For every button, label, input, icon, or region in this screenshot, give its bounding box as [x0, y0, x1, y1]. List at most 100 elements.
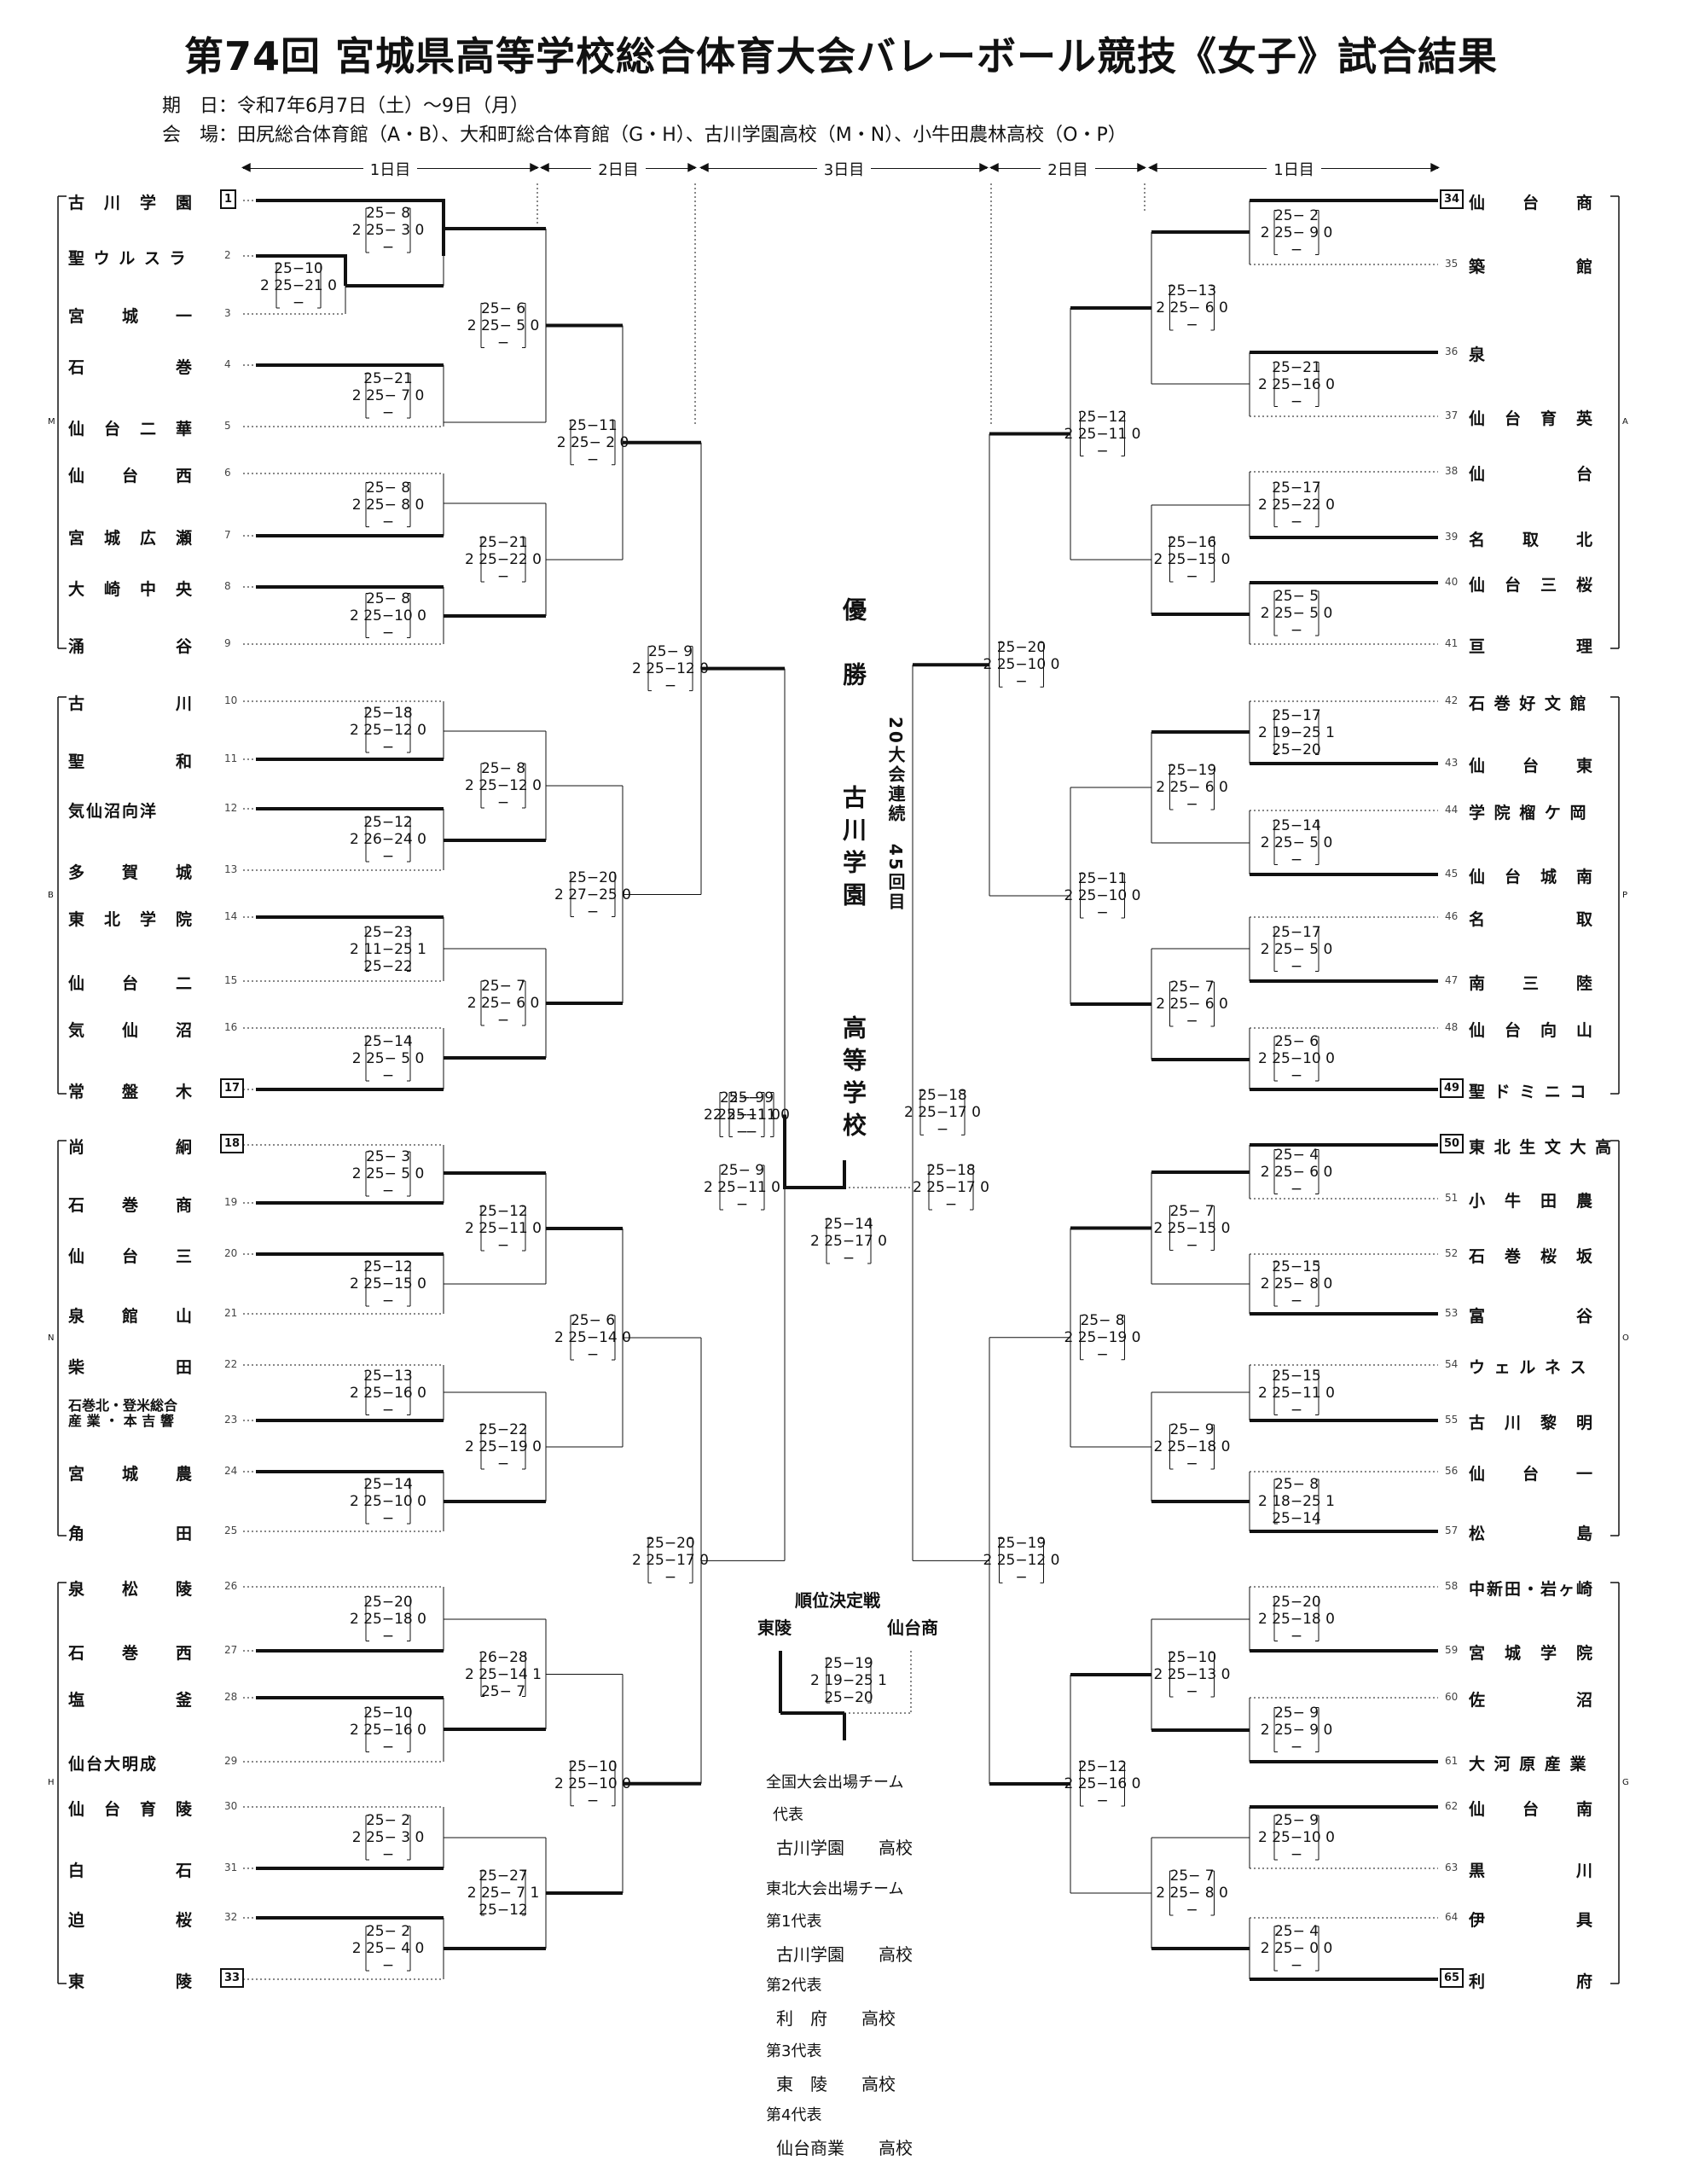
score-line: 2 25−11 0 — [1064, 425, 1141, 443]
score-line: 2 25− 6 0 — [1156, 996, 1228, 1013]
left-team-name: 仙台大明成 — [68, 1755, 159, 1774]
score-line: − — [496, 334, 510, 351]
score-line: 25−12 — [478, 1203, 528, 1220]
tohoku-rep-4-label: 第4代表 — [766, 2106, 822, 2124]
score-line: 25−16 — [1167, 534, 1217, 551]
score-line: 25− 6 — [480, 299, 526, 317]
score-line: 2 18−25 1 — [1258, 1493, 1335, 1510]
score-line: − — [1015, 673, 1028, 691]
score-line: 25−22 — [478, 1421, 528, 1438]
score-line: 25−11 — [568, 416, 618, 434]
left-team-name: 柴 田 — [68, 1358, 194, 1377]
right-team-name: 古 川 黎 明 — [1469, 1414, 1595, 1432]
score-line: − — [381, 1067, 395, 1084]
placement-title: 順位決定戦 — [795, 1590, 880, 1611]
right-team-name: 大 河 原 産 業 — [1469, 1755, 1588, 1774]
score-line: 25−20 — [363, 1593, 413, 1611]
score-line: 25−17 — [1272, 923, 1321, 941]
score-line: 25−18 — [918, 1087, 967, 1105]
score-line: 25−21 — [363, 370, 413, 387]
score-line: − — [381, 1401, 395, 1419]
score-line: 2 25− 4 0 — [351, 1940, 425, 1957]
left-team-name: 聖 和 — [68, 752, 194, 771]
right-team-number: 52 — [1445, 1247, 1459, 1259]
block-label: A — [1622, 417, 1628, 427]
right-team-number: 54 — [1445, 1358, 1459, 1370]
right-team-name: 南 三 陸 — [1469, 974, 1595, 993]
score-line: 2 25−12 0 — [632, 659, 709, 677]
score-line: 25−23 — [363, 923, 413, 941]
score-line: 2 25−11 0 — [465, 1220, 542, 1237]
score-line: 2 25−10 0 — [1064, 887, 1141, 904]
champion-label: 優 勝 — [839, 597, 867, 694]
left-team-name: 角 田 — [68, 1525, 194, 1543]
left-team-number: 23 — [224, 1414, 238, 1426]
score-line: − — [1015, 1569, 1028, 1587]
left-team-number: 24 — [224, 1465, 238, 1477]
tohoku-rep-1-team: 古川学園 高校 — [776, 1944, 913, 1965]
right-team-number: 34 — [1440, 189, 1464, 209]
left-team-number: 27 — [224, 1644, 238, 1656]
score-line: − — [1290, 1067, 1303, 1084]
score-line: 25−10 — [363, 1704, 413, 1722]
score-line: 25−20 — [646, 1535, 695, 1553]
score-line: 25−11 — [1077, 870, 1128, 887]
score-line: 25−20 — [1272, 1593, 1321, 1611]
left-team-name: 石巻北・登米総合 産 業 ・ 本 吉 響 — [68, 1397, 178, 1429]
score-line: − — [381, 1738, 395, 1756]
score-line: 25− 4 — [1273, 1923, 1320, 1940]
score-line: 2 25− 3 0 — [351, 222, 425, 239]
national-heading: 全国大会出場チーム — [766, 1774, 904, 1792]
right-team-number: 43 — [1445, 757, 1459, 769]
bracket-path — [256, 254, 347, 286]
score-line: 2 25− 6 0 — [1156, 779, 1228, 796]
left-team-number: 12 — [224, 802, 238, 814]
right-team-number: 46 — [1445, 910, 1459, 922]
score-line: − — [1290, 1180, 1303, 1198]
score-line: − — [496, 794, 510, 811]
score-line: 25−17 — [1272, 479, 1321, 497]
right-team-name: ウ ェ ル ネ ス — [1469, 1358, 1588, 1377]
score-line: − — [936, 1121, 949, 1139]
score-line: 25−19 — [1167, 762, 1217, 779]
right-team-name: 泉 — [1469, 346, 1488, 364]
right-team-number: 40 — [1445, 576, 1459, 588]
score-line: − — [1096, 1345, 1109, 1363]
score-line: − — [745, 1123, 758, 1141]
score-line: 25−18 — [363, 705, 413, 722]
score-line: 25− 8 — [365, 479, 411, 497]
score-line: 25−14 — [824, 1216, 873, 1233]
score-line: 2 26−24 0 — [350, 831, 426, 848]
score-line: 2 25− 7 1 — [467, 1885, 540, 1902]
score-line: 2 25− 9 0 — [1260, 1721, 1333, 1739]
right-team-name: 伊 具 — [1469, 1911, 1595, 1930]
left-team-name: 仙 台 二 — [68, 974, 194, 993]
score-line: − — [1290, 622, 1303, 639]
right-team-name: 仙 台 東 — [1469, 757, 1595, 775]
venues-info: 会 場：田尻総合体育館（A・B）、大和町総合体育館（G・H）、古川学園高校（M・… — [162, 125, 1127, 146]
left-team-name: 石 巻 — [68, 358, 194, 377]
left-team-number: 25 — [224, 1525, 238, 1536]
score-line: − — [381, 624, 395, 642]
right-team-name: 聖 ド ミ ニ コ — [1469, 1083, 1588, 1101]
right-team-name: 石 巻 好 文 館 — [1469, 694, 1588, 713]
score-line: 25− 3 — [365, 1148, 411, 1165]
score-line: 2 25−12 0 — [350, 722, 426, 739]
score-line: 2 19−25 1 — [810, 1672, 887, 1689]
score-line: − — [586, 1792, 600, 1809]
score-line: 25− 9 — [1169, 1421, 1215, 1438]
